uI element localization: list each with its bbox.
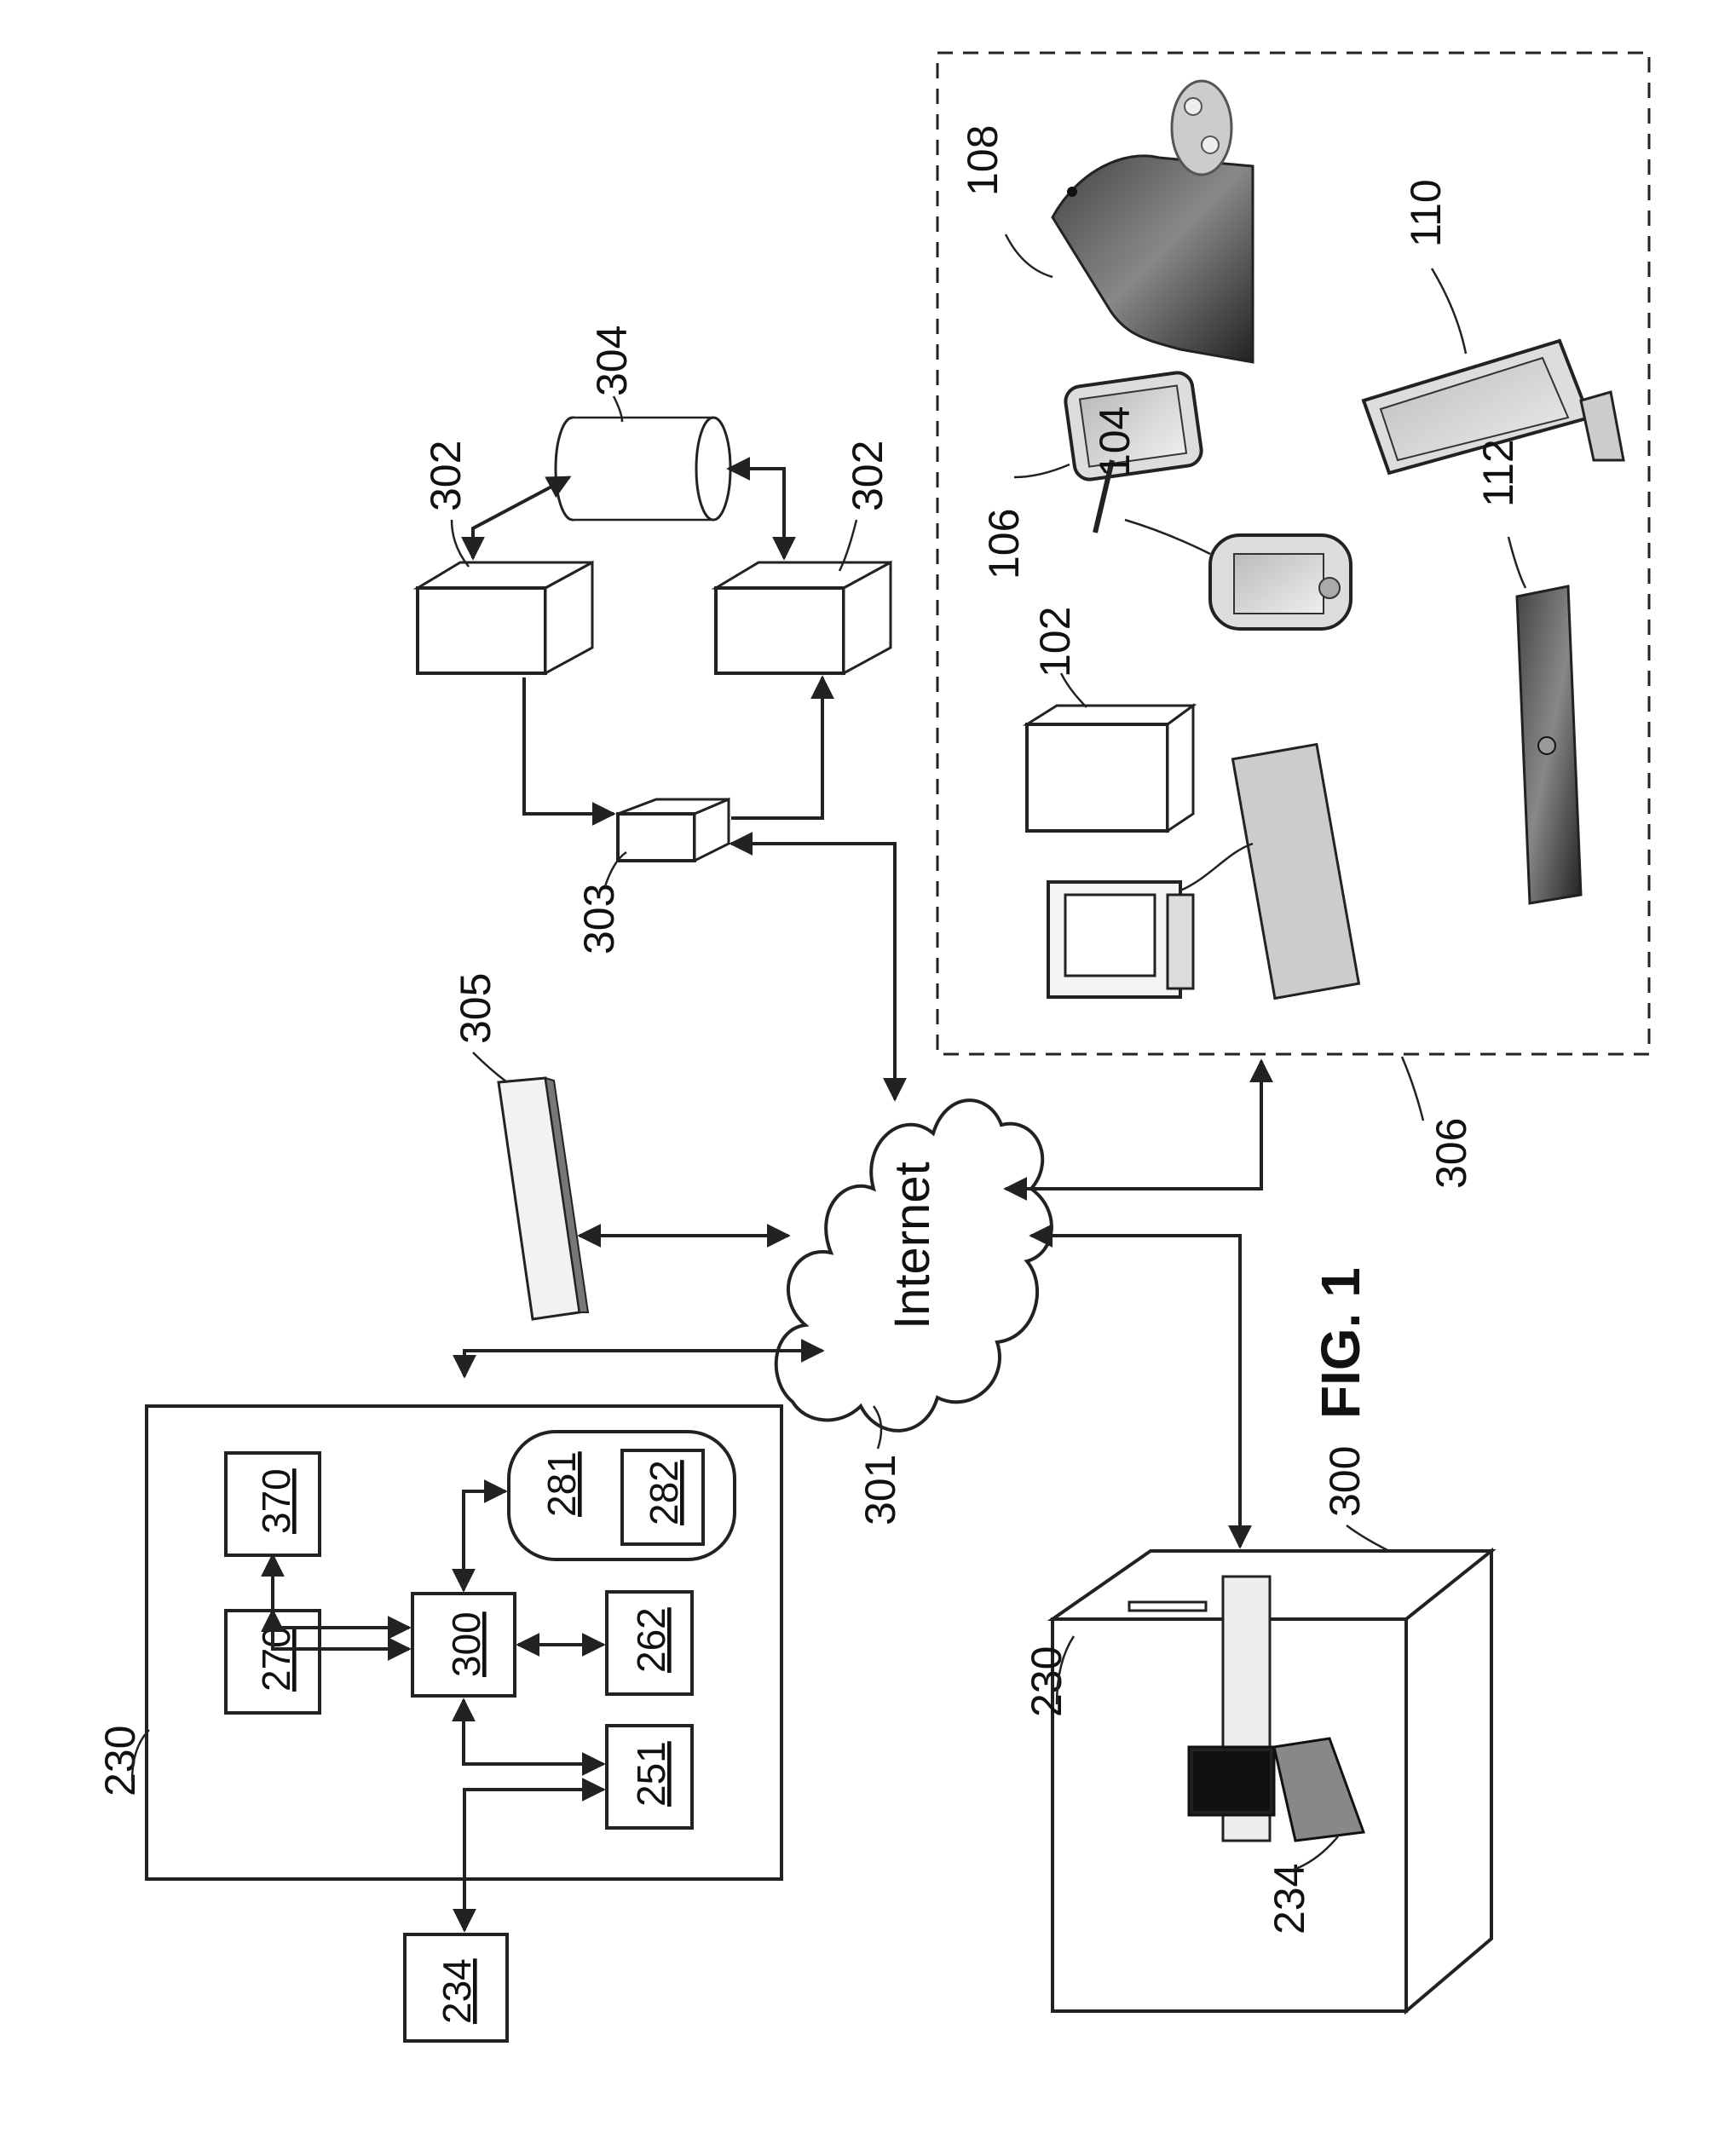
ref-104: 104 bbox=[1091, 406, 1139, 477]
ref-251: 251 bbox=[629, 1741, 673, 1807]
ref-234-laptop: 234 bbox=[1266, 1864, 1313, 1934]
ref-102: 102 bbox=[1031, 607, 1079, 677]
monitor-110: 110 bbox=[1364, 179, 1624, 473]
system-230-block: 230 270 370 300 262 251 281 282 bbox=[96, 1351, 822, 1879]
game-console-108: 108 bbox=[959, 81, 1253, 362]
ref-305: 305 bbox=[452, 973, 499, 1044]
ref-300-server: 300 bbox=[1321, 1446, 1369, 1517]
ref-112: 112 bbox=[1474, 439, 1522, 507]
ref-106: 106 bbox=[980, 509, 1028, 579]
ref-303: 303 bbox=[575, 884, 623, 954]
ref-282: 282 bbox=[642, 1460, 686, 1525]
desktop-computer-102: 102 bbox=[1027, 607, 1358, 999]
handheld-104: 104 bbox=[1091, 406, 1351, 629]
internet-label: Internet bbox=[885, 1162, 940, 1329]
figure-label: FIG. 1 bbox=[1310, 1267, 1371, 1419]
ref-306: 306 bbox=[1427, 1118, 1475, 1189]
ref-234-box: 234 bbox=[435, 1958, 479, 2024]
ref-108: 108 bbox=[959, 125, 1006, 196]
ref-230-top: 230 bbox=[96, 1726, 144, 1796]
device-305-panel: 305 bbox=[452, 973, 788, 1319]
set-top-box-112: 112 bbox=[1474, 439, 1581, 903]
ref-301: 301 bbox=[856, 1455, 904, 1525]
internet-cloud: Internet 301 bbox=[776, 1100, 1052, 1525]
ref-370: 370 bbox=[254, 1468, 298, 1534]
client-devices-306: 306 108 106 104 bbox=[937, 53, 1649, 1189]
ref-262: 262 bbox=[629, 1607, 673, 1673]
ref-270: 270 bbox=[254, 1626, 298, 1692]
ref-110: 110 bbox=[1402, 179, 1450, 247]
server-tower-300: 300 230 234 bbox=[1023, 1236, 1491, 2011]
ref-304: 304 bbox=[588, 326, 636, 396]
ref-302-bottom: 302 bbox=[844, 441, 891, 511]
ref-281: 281 bbox=[539, 1451, 584, 1517]
ref-302-top: 302 bbox=[422, 441, 470, 511]
ref-300-box: 300 bbox=[444, 1611, 488, 1677]
